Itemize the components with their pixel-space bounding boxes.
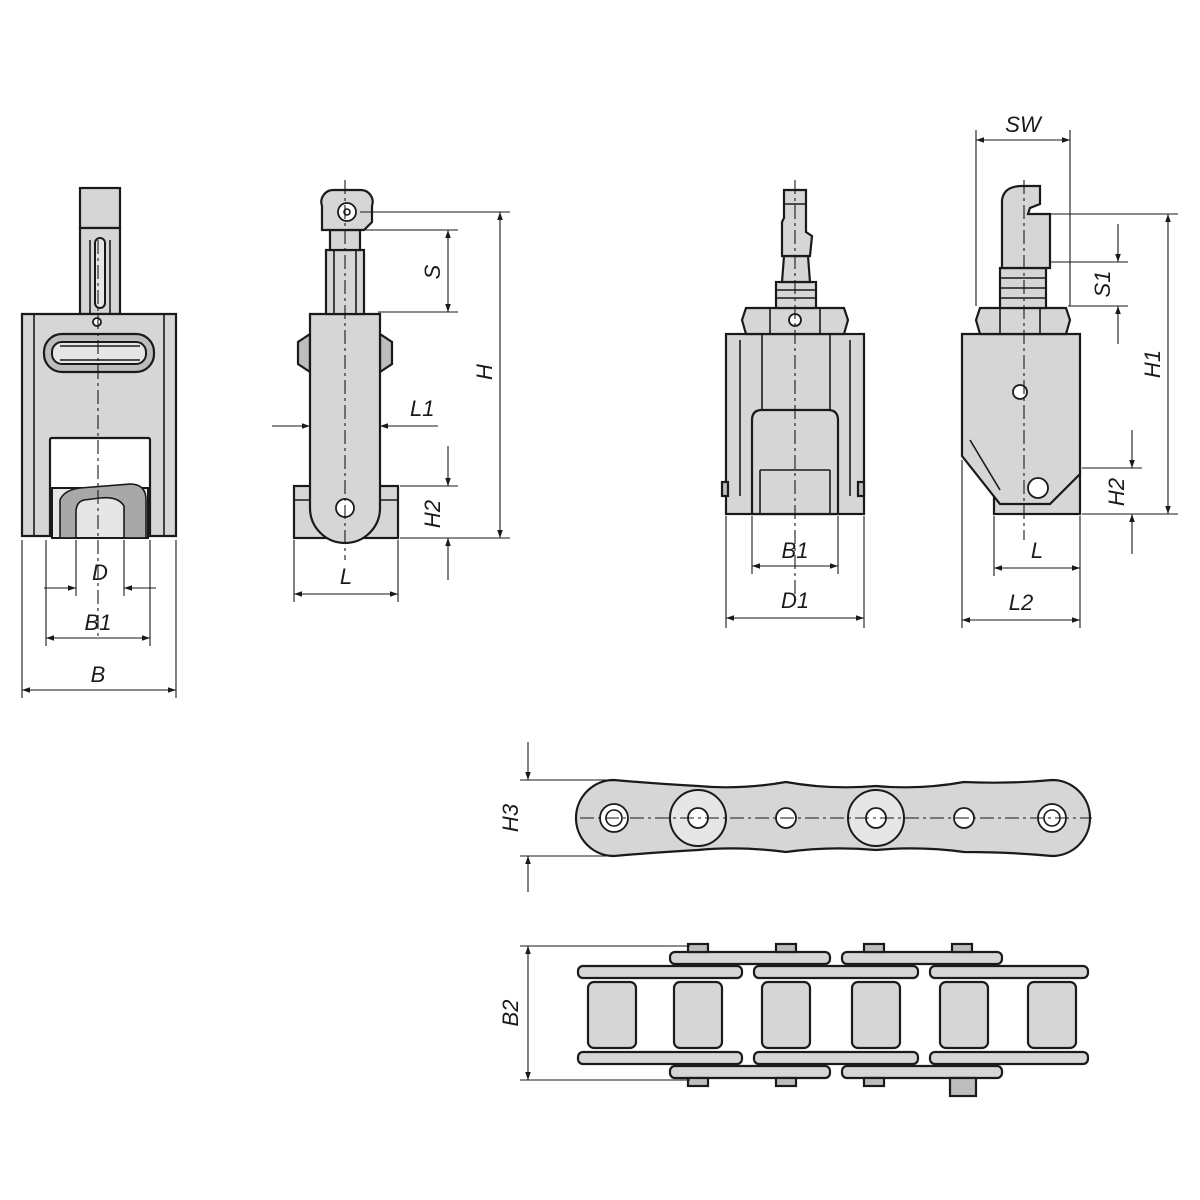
roller-section xyxy=(59,483,147,539)
front-dimensions: D B1 B xyxy=(21,540,177,698)
nut-front-neck xyxy=(780,254,812,284)
side-view xyxy=(292,180,400,560)
nut-side-pin-hole xyxy=(1027,477,1049,499)
side-body xyxy=(308,312,382,545)
dim-label-l: L xyxy=(340,564,352,589)
dim-label-l1: L1 xyxy=(410,396,434,421)
chain-side-dimensions: H3 xyxy=(498,742,608,892)
nut-front-thread xyxy=(774,280,818,310)
chain-top-view xyxy=(576,942,1090,1098)
chain-top-dimensions: B2 xyxy=(498,945,690,1081)
head-pin-hole xyxy=(337,202,357,222)
side-lug-right xyxy=(378,331,394,375)
dim-label-s: S xyxy=(420,264,445,279)
front-view xyxy=(20,186,178,640)
nut-front-pin xyxy=(780,188,814,258)
dim-label-h3: H3 xyxy=(498,803,523,832)
dim-label-d: D xyxy=(92,560,108,585)
nut-side-body xyxy=(960,332,1082,506)
nut-front-dimensions: B1 D1 xyxy=(725,516,865,628)
dim-label-nut-h2: H2 xyxy=(1104,478,1129,506)
rollers xyxy=(586,980,1078,1050)
stud-slot xyxy=(94,237,106,309)
dim-label-nut-b1: B1 xyxy=(782,538,809,563)
dim-label-l2: L2 xyxy=(1009,590,1033,615)
inner-plates xyxy=(576,964,1090,1066)
dim-label-s1: S1 xyxy=(1090,271,1115,298)
side-dimensions: H S L1 H2 L xyxy=(272,211,510,602)
dim-label-b1: B1 xyxy=(85,610,112,635)
dim-label-sw: SW xyxy=(1005,112,1043,137)
side-lug-left xyxy=(296,331,312,375)
stud-head xyxy=(78,186,122,230)
dim-label-b: B xyxy=(91,662,106,687)
nut-side-dimensions: SW H1 S1 H2 L L2 xyxy=(961,112,1178,628)
dim-label-nut-l: L xyxy=(1031,538,1043,563)
nut-front-view xyxy=(720,180,866,600)
dim-label-b2: B2 xyxy=(498,1000,523,1027)
set-screw-hole xyxy=(92,317,102,327)
dim-label-d1: D1 xyxy=(781,588,809,613)
dim-label-h: H xyxy=(472,364,497,380)
dim-label-h1: H1 xyxy=(1140,350,1165,378)
outer-plates xyxy=(668,942,1004,1098)
hex-nut-side xyxy=(974,306,1072,336)
nut-side-view xyxy=(960,180,1082,540)
dim-label-h2: H2 xyxy=(420,500,445,528)
chain-side-view xyxy=(574,778,1092,858)
nut-side-hook xyxy=(1000,184,1052,270)
